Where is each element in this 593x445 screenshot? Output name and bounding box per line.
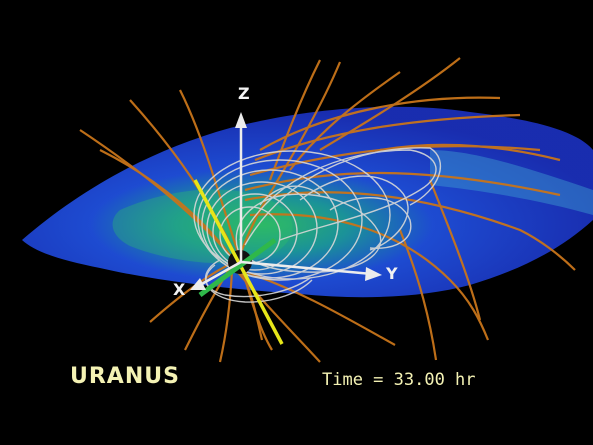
time-readout: Time = 33.00 hr	[322, 370, 476, 390]
magnetic-axis	[198, 237, 277, 298]
y-axis-arrow	[365, 267, 382, 281]
x-axis-label: X	[173, 280, 186, 299]
x-axis	[199, 260, 242, 287]
y-axis-label: Y	[386, 264, 398, 283]
x-axis-arrow	[190, 278, 206, 290]
coordinate-axes	[190, 112, 382, 290]
z-axis-label: Z	[238, 84, 250, 103]
planet-label: URANUS	[70, 364, 180, 389]
y-axis	[240, 260, 373, 276]
z-axis-arrow	[235, 112, 247, 128]
current-sheet-tail	[430, 150, 593, 215]
